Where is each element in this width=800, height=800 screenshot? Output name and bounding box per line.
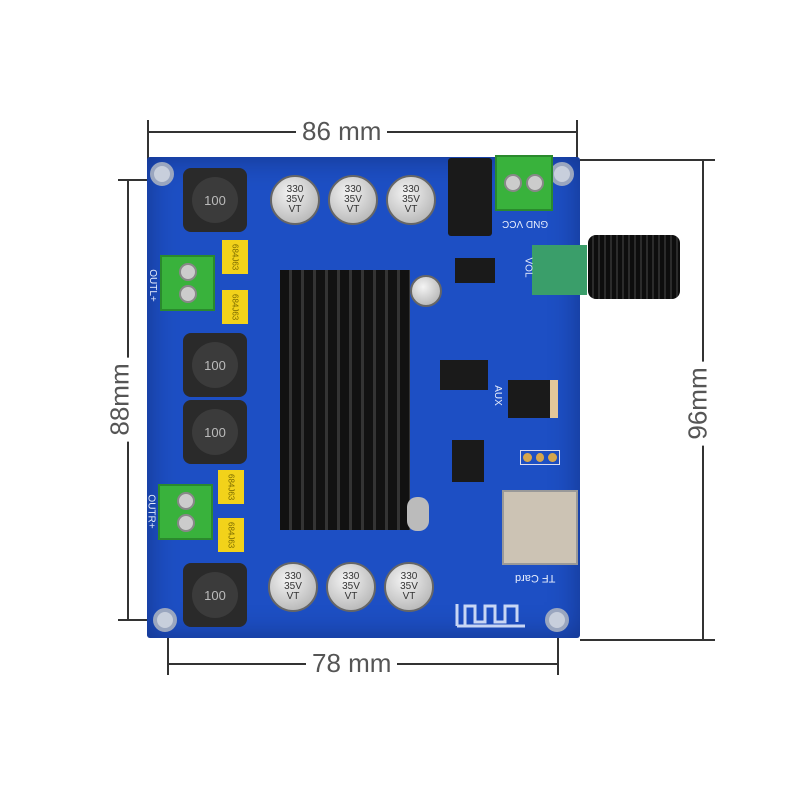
screw-icon: [176, 492, 195, 510]
aux-jack: [508, 380, 558, 418]
diode: [455, 258, 495, 283]
screw-icon: [178, 285, 197, 303]
cap-text: 330: [400, 571, 418, 582]
volume-label: VOL: [522, 257, 534, 278]
film-capacitor: 684J63: [222, 290, 248, 324]
inductor-label: 100: [192, 409, 238, 455]
cap-text: 35V: [344, 194, 362, 205]
vol-pin-header: [520, 450, 560, 465]
inductor-label: 100: [192, 342, 238, 388]
bluetooth-antenna: [455, 604, 525, 628]
ic-chip: [440, 360, 488, 390]
film-capacitor: 684J63: [222, 240, 248, 274]
left-output-label: OUTL+: [146, 269, 158, 302]
dc-jack: [448, 158, 492, 236]
right-dimension-tick-top: [580, 159, 715, 161]
mounting-hole-bl: [153, 608, 177, 632]
film-cap-label: 684J63: [230, 243, 240, 271]
inductor: 100: [183, 333, 247, 397]
bottom-dimension-label: 78 mm: [306, 648, 398, 679]
right-dimension-label: 96mm: [682, 361, 714, 446]
cap-text: 330: [402, 184, 420, 195]
cap-text: VT: [286, 591, 300, 602]
inductor-label: 100: [192, 572, 238, 618]
aux-label: AUX: [491, 385, 503, 406]
screw-icon: [526, 174, 544, 192]
crystal: [407, 497, 429, 531]
mounting-hole-tr: [550, 162, 574, 186]
cap-text: 35V: [400, 581, 418, 592]
top-dimension-tick-left: [147, 120, 149, 160]
inductor-label: 100: [192, 177, 238, 223]
power-terminal: [495, 155, 553, 211]
film-capacitor: 684J63: [218, 470, 244, 504]
cap-text: 35V: [342, 581, 360, 592]
film-cap-label: 684J63: [230, 293, 240, 321]
volume-potentiometer: [532, 245, 587, 295]
inductor: 100: [183, 400, 247, 464]
inductor: 100: [183, 168, 247, 232]
cap-text: VT: [402, 591, 416, 602]
screw-icon: [504, 174, 522, 192]
film-cap-label: 684J63: [226, 473, 236, 501]
inductor: 100: [183, 563, 247, 627]
decoder-chip: [452, 440, 484, 482]
heatsink: [280, 270, 410, 530]
film-capacitor: 684J63: [218, 518, 244, 552]
cap-text: 35V: [284, 581, 302, 592]
cap-text: VT: [404, 204, 418, 215]
film-cap-label: 684J63: [226, 521, 236, 549]
cap-text: VT: [288, 204, 302, 215]
cap-text: 330: [344, 184, 362, 195]
top-dimension-label: 86 mm: [296, 116, 388, 147]
cap-text: 330: [286, 184, 304, 195]
tf-card-label: TF Card: [515, 572, 556, 584]
left-speaker-terminal: [160, 255, 215, 311]
cap-text: VT: [344, 591, 358, 602]
cap-text: 35V: [286, 194, 304, 205]
left-dimension-label: 88mm: [104, 357, 136, 442]
right-dimension-tick-bottom: [580, 639, 715, 641]
screw-icon: [178, 263, 197, 281]
right-output-label: OUTR+: [145, 494, 157, 529]
top-dimension-tick-right: [576, 120, 578, 160]
screw-icon: [176, 514, 195, 532]
bottom-dimension-tick-right: [557, 630, 559, 675]
right-speaker-terminal: [158, 484, 213, 540]
cap-text: 330: [342, 571, 360, 582]
cap-text: 35V: [402, 194, 420, 205]
cap-text: VT: [346, 204, 360, 215]
volume-knob[interactable]: [588, 235, 680, 299]
mounting-hole-tl: [150, 162, 174, 186]
power-terminal-label: GND VCC: [502, 218, 549, 229]
cap-text: 330: [284, 571, 302, 582]
mounting-hole-br: [545, 608, 569, 632]
small-capacitor: [410, 275, 442, 307]
tf-card-slot: [502, 490, 578, 565]
bottom-dimension-tick-left: [167, 620, 169, 675]
